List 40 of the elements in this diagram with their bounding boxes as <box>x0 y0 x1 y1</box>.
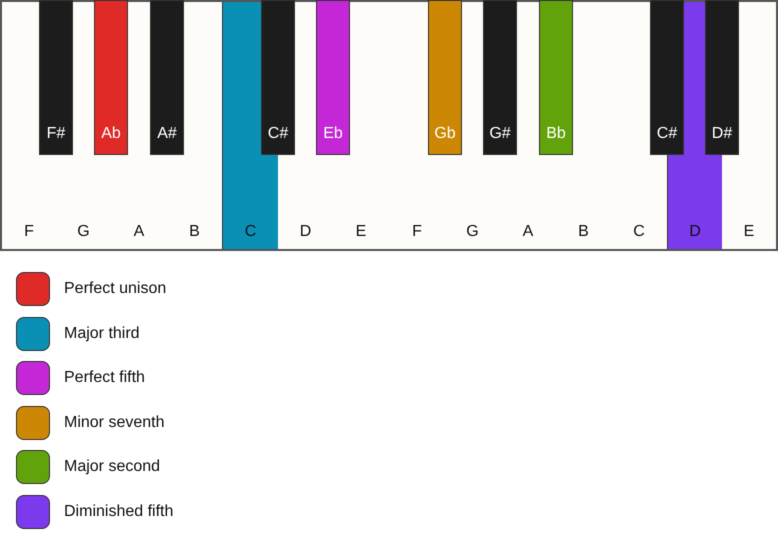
note-label: B <box>189 223 200 241</box>
legend-label: Perfect fifth <box>64 369 145 387</box>
accidental-key <box>150 0 184 155</box>
accidental-key <box>483 0 517 155</box>
legend-label: Diminished fifth <box>64 502 174 520</box>
legend-label: Perfect unison <box>64 280 166 298</box>
accidental-key <box>94 0 128 155</box>
note-label: G <box>466 223 479 241</box>
accidental-key <box>539 0 573 155</box>
accidental-key <box>316 0 350 155</box>
note-label: E <box>744 223 754 241</box>
note-label: E <box>356 223 366 241</box>
note-label: Ab <box>101 125 121 143</box>
accidental-key <box>428 0 462 155</box>
note-label: C# <box>656 125 678 143</box>
note-label: F# <box>46 125 66 143</box>
note-label: D# <box>712 125 732 143</box>
note-label: A# <box>157 125 177 143</box>
note-label: D <box>300 223 312 241</box>
note-label: A <box>522 223 534 241</box>
note-label: Bb <box>546 125 566 143</box>
accidental-key <box>650 0 684 155</box>
accidental-key <box>261 0 295 155</box>
note-label: C# <box>268 125 288 143</box>
note-label: Gb <box>434 125 456 143</box>
note-label: F <box>24 223 34 241</box>
note-label: Eb <box>323 125 343 143</box>
note-label: C <box>633 223 645 241</box>
note-label: G <box>77 223 90 241</box>
accidental-key <box>39 0 73 155</box>
legend-label: Minor seventh <box>64 414 164 432</box>
note-label: D <box>689 223 701 241</box>
accidental-key <box>705 0 739 155</box>
legend-label: Major second <box>64 458 160 476</box>
note-label: C <box>244 223 256 241</box>
note-label: A <box>134 223 144 241</box>
note-label: F <box>412 223 422 241</box>
legend-label: Major third <box>64 324 140 342</box>
note-label: B <box>578 223 589 241</box>
note-label: G# <box>489 125 511 143</box>
